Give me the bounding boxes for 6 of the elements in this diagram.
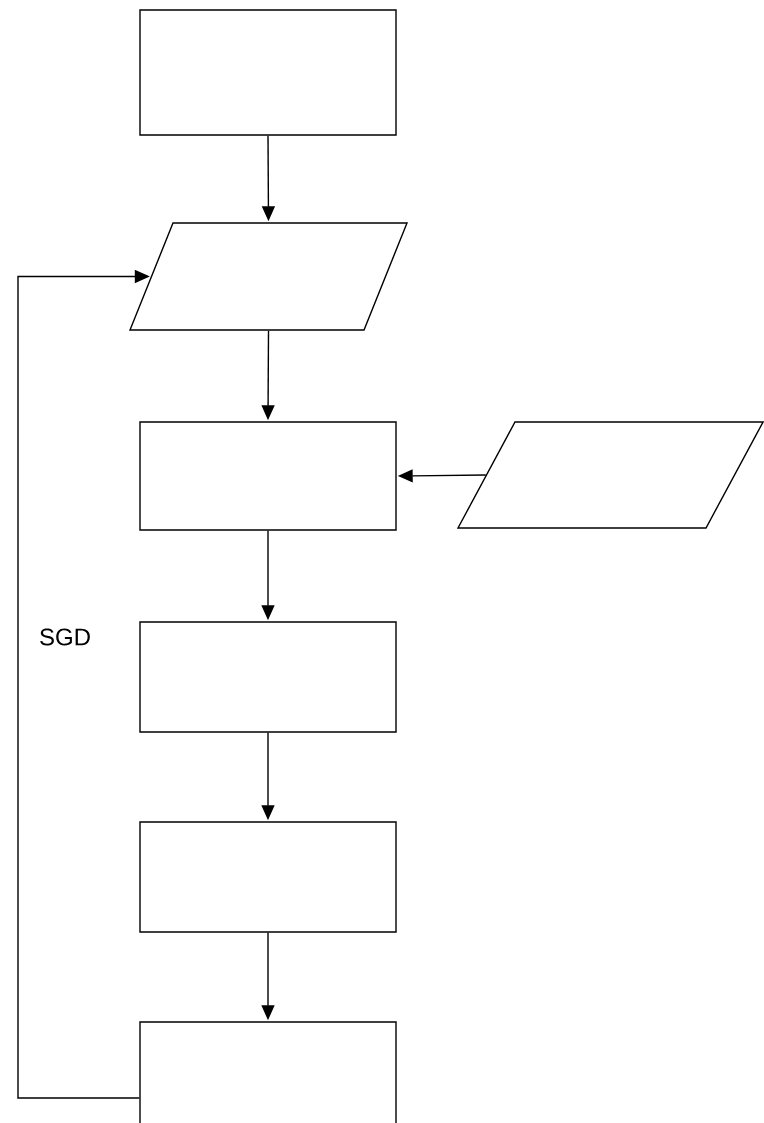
process-box (139, 621, 397, 733)
process-box (139, 821, 397, 933)
process-box (139, 9, 397, 136)
process-box (139, 421, 397, 531)
process-box (139, 1021, 397, 1123)
edge-label: SGD (40, 628, 90, 646)
